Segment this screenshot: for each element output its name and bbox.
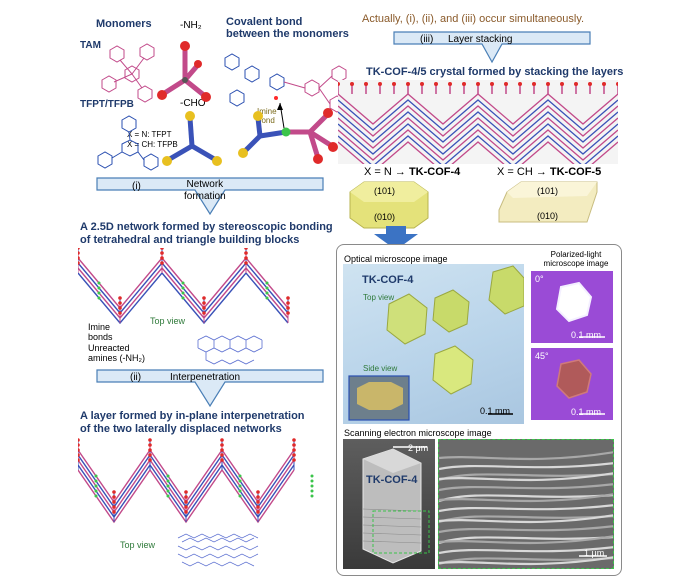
covalent-bond-label: Covalent bond between the monomers [226, 16, 349, 40]
combined-model [238, 96, 338, 164]
network-top-view-label: Top view [150, 316, 186, 326]
optical-sample-label: TK-COF-4 [362, 274, 414, 286]
optical-scale-label: 0.1 mm [480, 406, 511, 416]
sem-image-overview [343, 439, 435, 569]
step1-number: (i) [132, 181, 141, 192]
x-ch-label: X = CH: TFPB [127, 140, 178, 149]
x-n-label: X = N: TFPT [127, 130, 172, 139]
sem-zoom-layers [439, 451, 613, 566]
network-drawing [78, 248, 290, 365]
cof5-face-010: (010) [537, 211, 559, 221]
optical-title: Optical microscope image [344, 254, 448, 264]
polarized-0-crystal [555, 281, 605, 338]
layer-top-view-label: Top view [120, 540, 156, 550]
step2-arrow [96, 369, 324, 408]
cof5-prefix: X = CH → [497, 166, 550, 178]
layer-title: A layer formed by in-plane interpenetrat… [80, 410, 305, 435]
cho-label: -CHO [180, 98, 206, 109]
step3-number: (iii) [420, 34, 434, 45]
cof5-name: TK-COF-5 [549, 166, 602, 178]
cof4-name: TK-COF-4 [408, 166, 461, 178]
sem-scale-2: 1 μm [584, 548, 605, 558]
simultaneous-note: Actually, (i), (ii), and (iii) occur sim… [362, 13, 585, 25]
sem-scale-1: 2 μm [408, 443, 429, 453]
polarized-scale-0: 0.1 mm [571, 330, 602, 340]
cof4-face-101: (101) [374, 186, 396, 196]
optical-image [343, 264, 524, 424]
cof4-face-010: (010) [374, 212, 396, 222]
monomer-structures-drawing [97, 41, 347, 171]
stacked-layers-drawing [338, 80, 618, 164]
cof5-formula: X = CH → TK-COF-5 [497, 166, 601, 178]
layer-drawing [78, 438, 314, 567]
cof4-prefix: X = N → [364, 166, 409, 178]
imine-bonds-label: Imine bonds [88, 322, 113, 342]
polarized-scale-45: 0.1 mm [571, 407, 602, 417]
polarized-image-45 [531, 348, 613, 420]
polarized-title: Polarized-light microscope image [543, 250, 609, 268]
sem-image-zoom [438, 439, 614, 569]
tam-model [157, 41, 211, 102]
network-title: A 2.5D network formed by stereoscopic bo… [80, 221, 333, 246]
cof5-face-101: (101) [537, 186, 559, 196]
sem-title: Scanning electron microscope image [344, 428, 492, 438]
step3-label: Layer stacking [448, 34, 513, 45]
monomers-heading: Monomers [96, 18, 152, 30]
polarized-45-crystal [556, 359, 605, 415]
unreacted-amines-label: Unreacted amines (-NH₂) [88, 343, 145, 363]
sem-overview-crystal [362, 446, 430, 564]
cof4-crystal-shape [349, 181, 429, 229]
step2-number: (ii) [130, 372, 142, 383]
sem-sample-label: TK-COF-4 [366, 474, 418, 486]
blue-down-arrow [374, 226, 418, 250]
tam-label: TAM [80, 40, 101, 51]
cof5-crystal-shape [498, 181, 598, 223]
step3-arrow [393, 31, 591, 64]
nh2-label: -NH₂ [180, 20, 202, 31]
polarized-angle-45: 45° [535, 351, 549, 361]
cof4-formula: X = N → TK-COF-4 [364, 166, 460, 178]
optical-crystals-drawing [348, 265, 524, 421]
network-top-view-drawing [197, 335, 263, 365]
layer-top-view-drawing [177, 533, 259, 567]
crystal-title: TK-COF-4/5 crystal formed by stacking th… [366, 66, 624, 78]
optical-side-view-label: Side view [363, 364, 398, 373]
optical-top-view-label: Top view [363, 293, 395, 302]
tfpt-model [162, 111, 222, 166]
step2-label: Interpenetration [170, 372, 241, 383]
polarized-angle-0: 0° [535, 274, 544, 284]
polarized-image-0 [531, 271, 613, 343]
tfpt-tfpb-label: TFPT/TFPB [80, 99, 134, 110]
imine-bond-label: Imine bond [257, 107, 277, 125]
step1-arrow [96, 177, 324, 216]
step1-label: Network formation [184, 179, 226, 202]
